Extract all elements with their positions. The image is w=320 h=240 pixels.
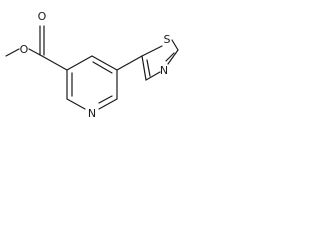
atom-label-carbonyl-oxygen: O: [38, 10, 47, 23]
atom-labels: O O N S N: [20, 10, 171, 120]
bond-thiazole-c4-c5: [141, 55, 147, 81]
bond-thiazole-c2-n: [167, 49, 179, 65]
structure-canvas: O O N S N: [0, 0, 252, 140]
atom-label-ester-oxygen: O: [20, 43, 29, 56]
bond-thiazole-inner-c2-n: [165, 52, 175, 62]
bond-ring-inner-c6-n: [98, 95, 113, 104]
atom-label-pyridine-nitrogen: N: [88, 107, 96, 120]
bond-ring-inner-c4-c5: [92, 61, 113, 74]
bond-ring-c3-c4: [66, 55, 93, 71]
bond-thiazole-n-c4: [145, 71, 161, 81]
bond-ring-c6-n: [98, 98, 118, 110]
bond-ring-n-c2: [66, 98, 86, 110]
bond-ring-c4-c5: [91, 55, 118, 71]
atom-label-thiazole-nitrogen: N: [160, 64, 168, 77]
bond-thiazole-s-c2: [171, 39, 179, 51]
bond-thiazole-c5-s: [141, 45, 163, 57]
molecule-structure: O O N S N: [5, 10, 179, 120]
bonds: [5, 25, 179, 110]
atom-label-thiazole-sulfur: S: [164, 33, 171, 46]
bond-thiazole-inner-c4-c5: [146, 59, 151, 77]
bond-ring-thiazole: [116, 55, 143, 71]
bond-methyl-oxygen: [5, 48, 20, 57]
bond-carbonyl-ring: [41, 55, 68, 71]
